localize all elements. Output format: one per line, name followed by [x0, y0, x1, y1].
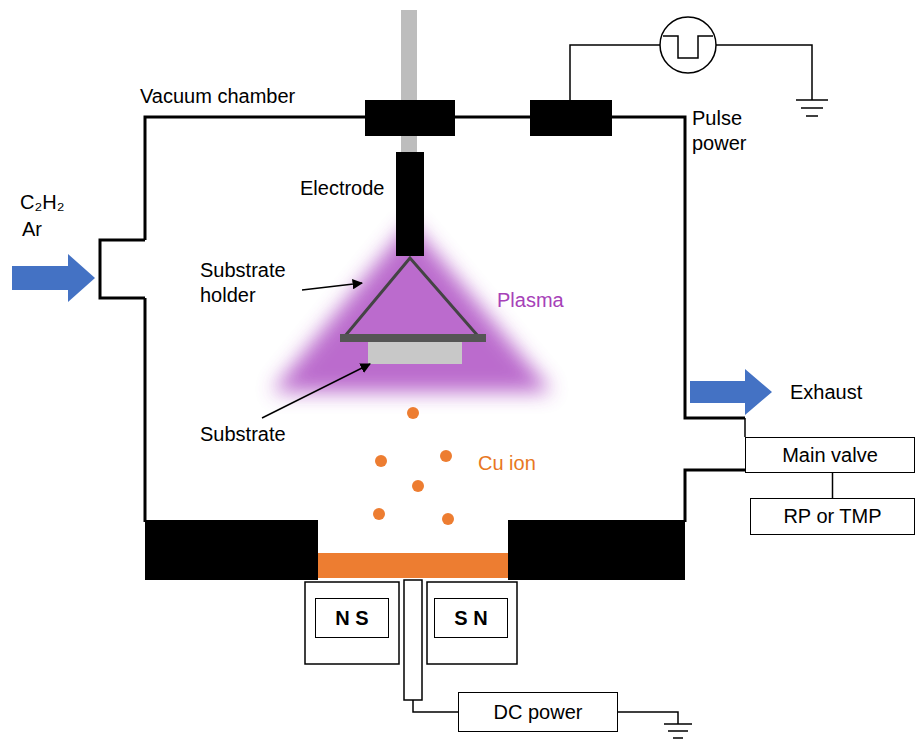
gas-label: Ar: [22, 217, 42, 242]
box-text: N S: [335, 607, 368, 630]
chamber-label: Vacuum chamber: [140, 84, 295, 109]
holder-plate: [340, 334, 486, 342]
leader-line: [262, 364, 370, 418]
power-supply-box: DC power: [458, 692, 618, 732]
box-text: S N: [454, 607, 487, 630]
part-label: Substrate holder: [200, 258, 310, 308]
power-label: Pulse power: [692, 106, 772, 156]
pump-box: RP or TMP: [750, 498, 915, 535]
box-text: Main valve: [782, 444, 878, 467]
box-text: RP or TMP: [783, 505, 881, 528]
substrate-holder: [345, 258, 478, 336]
valve-box: Main valve: [745, 437, 915, 473]
magnet-box: N S: [315, 598, 389, 638]
electrode: [396, 152, 424, 256]
chamber-wall: [100, 117, 745, 522]
pipe: [744, 418, 746, 437]
cu-ions: [373, 407, 454, 525]
substrate: [368, 342, 462, 364]
gas-label: C₂H₂: [20, 190, 64, 215]
feedthrough: [530, 100, 612, 136]
exhaust-arrow: [690, 369, 772, 415]
pulse-waveform: [663, 36, 713, 58]
chamber-base-left: [145, 520, 318, 580]
magnet-housing: [305, 582, 399, 664]
magnet-box: S N: [434, 598, 508, 638]
cathode-post: [404, 580, 422, 700]
box-text: DC power: [494, 701, 583, 724]
leader-line: [302, 283, 362, 290]
chamber-base-right: [508, 520, 685, 580]
gas-inlet-arrow: [12, 254, 95, 302]
magnet-housing: [427, 582, 517, 664]
ion-label: Cu ion: [478, 451, 536, 476]
feedthrough: [365, 100, 455, 136]
part-label: Substrate: [200, 422, 286, 447]
plasma-label: Plasma: [497, 288, 564, 313]
dc-wire: [413, 700, 692, 738]
pulse-source-symbol: [660, 17, 716, 73]
part-label: Electrode: [300, 176, 385, 201]
cu-target: [318, 553, 508, 578]
connector-line: [832, 473, 834, 498]
exhaust-label: Exhaust: [790, 380, 862, 405]
